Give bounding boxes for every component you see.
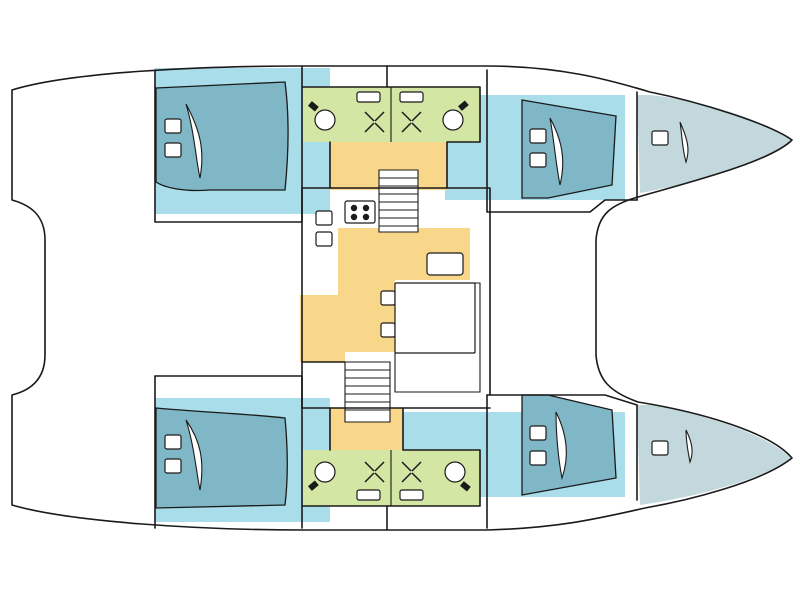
bed-sheet-folds <box>185 103 693 491</box>
shower-icon <box>364 111 422 133</box>
starboard-bathroom-fixtures <box>308 450 471 506</box>
pillow-icon <box>529 450 547 466</box>
toilet-icon <box>444 461 471 492</box>
bed-icon <box>521 394 617 496</box>
seat-cushion-icon <box>426 252 464 276</box>
pillow-icon <box>164 458 182 474</box>
toilet-icon <box>442 100 469 131</box>
pillow-icon <box>164 142 182 158</box>
port-bow-locker <box>637 95 792 193</box>
hull-outline <box>11 65 793 531</box>
bed-icon <box>155 81 289 192</box>
pillow-icon <box>529 152 547 168</box>
stairs-icon <box>344 361 391 423</box>
stairs-icon <box>378 169 419 233</box>
pillow-icon <box>529 425 547 441</box>
sink-icon <box>399 91 424 103</box>
stove-icon <box>344 200 376 224</box>
settee-outline <box>394 282 481 393</box>
starboard-bow-locker <box>637 405 792 505</box>
fridge-icon <box>315 231 333 247</box>
port-bathroom-fixtures <box>308 87 469 142</box>
table-icon <box>394 282 476 354</box>
sink-icon <box>399 489 424 501</box>
galley-sink-icon <box>315 210 333 226</box>
bed-icon <box>521 99 617 199</box>
seat-cushion-icon <box>380 322 396 338</box>
bed-icon <box>155 407 288 509</box>
pillow-icon <box>164 118 182 134</box>
interior-walls <box>154 65 638 531</box>
pillow-icon <box>164 434 182 450</box>
toilet-icon <box>308 101 336 131</box>
galley-fixtures <box>315 200 481 393</box>
sink-icon <box>356 489 381 501</box>
shower-icon <box>364 461 422 483</box>
seat-cushion-icon <box>380 290 396 306</box>
pillows <box>164 118 669 474</box>
pillow-icon <box>529 128 547 144</box>
sink-icon <box>356 91 381 103</box>
pillow-icon <box>651 440 669 456</box>
toilet-icon <box>308 461 336 491</box>
beds <box>155 81 617 509</box>
pillow-icon <box>651 130 669 146</box>
